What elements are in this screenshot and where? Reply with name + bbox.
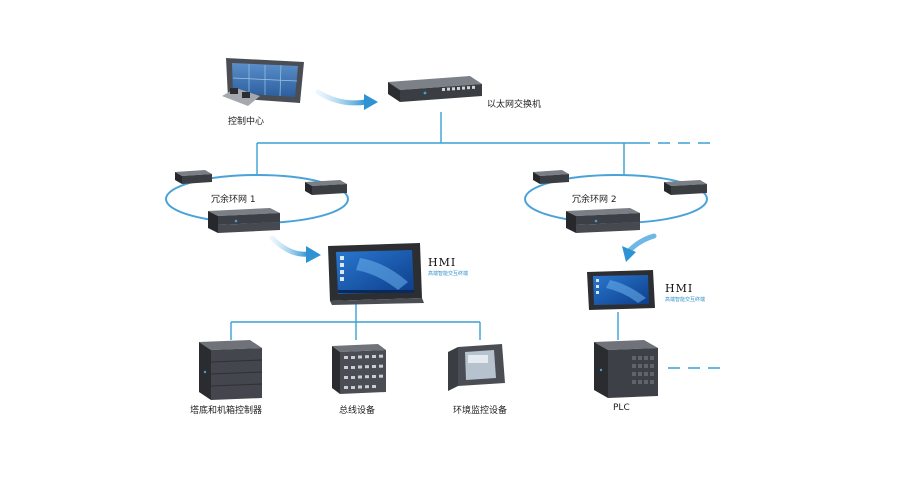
ring2-switch-stack (566, 208, 640, 233)
bus-io-icon (332, 344, 386, 394)
label-ethernet-switch: 以太网交换机 (487, 100, 542, 110)
cabinet-controller-icon (199, 340, 263, 400)
ring1-switch-stack (208, 208, 280, 233)
connection-lines (230, 112, 724, 369)
hmi2-panel-icon (587, 270, 655, 310)
label-ring1: 冗余环网 1 (211, 195, 256, 205)
label-bus-device: 总线设备 (339, 406, 376, 416)
hmi2-subtitle: 高端智能交互终端 (665, 297, 706, 303)
hmi1-subtitle: 高端智能交互终端 (428, 271, 469, 277)
label-ring2: 冗余环网 2 (572, 195, 617, 205)
ring2-switch-left (533, 170, 569, 184)
ring1-switch-right (305, 180, 347, 195)
label-env-monitor: 环境监控设备 (453, 406, 508, 416)
hmi2-title: HMI (665, 282, 694, 295)
hmi1-title: HMI (428, 256, 457, 269)
ethernet-switch-icon (388, 76, 482, 102)
plc-icon (594, 340, 658, 398)
ring2-switch-right (664, 180, 707, 195)
ring1-switch-left (175, 170, 212, 184)
environment-monitor-icon (448, 344, 505, 391)
label-chassis-controller: 塔底和机箱控制器 (190, 406, 263, 416)
arrow-ring1-to-hmi (269, 235, 321, 263)
arrow-ring2-to-hmi (622, 233, 657, 262)
label-plc: PLC (613, 403, 630, 413)
video-wall-icon (222, 58, 304, 106)
label-control-center: 控制中心 (228, 117, 265, 127)
arrow-control-to-switch (315, 89, 378, 110)
hmi1-panel-icon (328, 243, 424, 305)
